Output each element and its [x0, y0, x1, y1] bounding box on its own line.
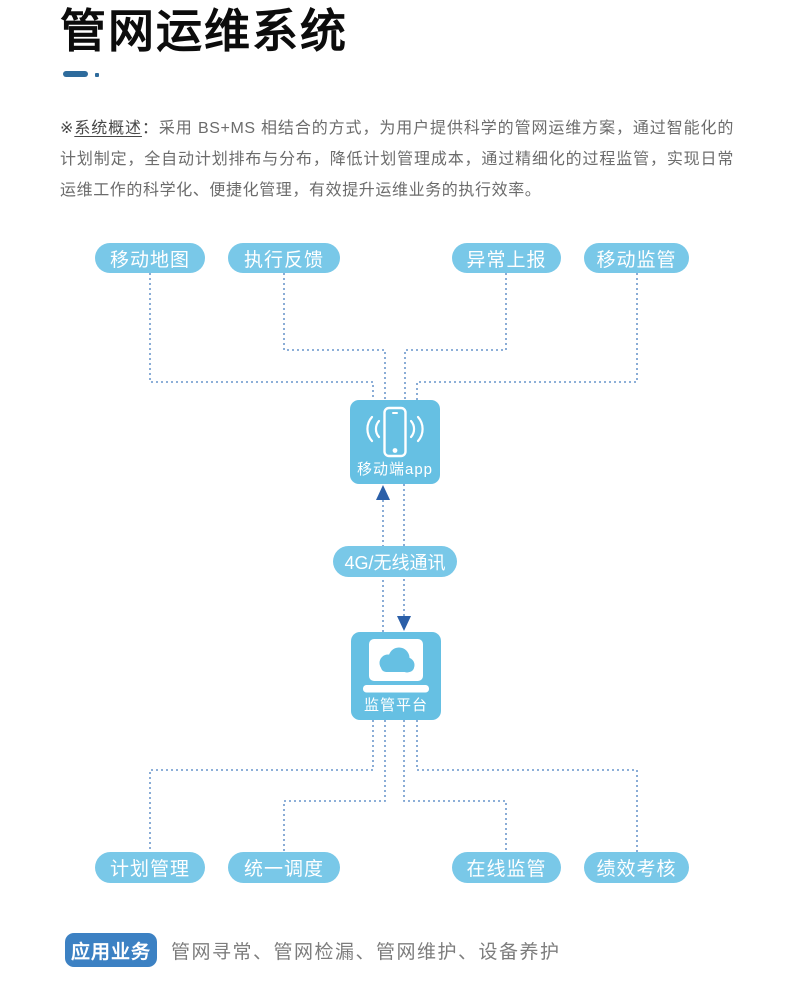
application-business-badge: 应用业务 [65, 933, 157, 967]
title-underline-dot [95, 73, 99, 77]
connector-bottom-1 [149, 720, 374, 852]
platform-box: 监管平台 [351, 632, 441, 720]
system-overview-paragraph: ※系统概述：采用 BS+MS 相结合的方式，为用户提供科学的管网运维方案，通过智… [60, 113, 734, 206]
node-online-monitoring: 在线监管 [452, 852, 561, 883]
node-mobile-map: 移动地图 [95, 243, 205, 273]
cloud-laptop-icon [363, 639, 429, 693]
connector-top-3 [404, 273, 507, 400]
application-business-row: 应用业务 管网寻常、管网检漏、管网维护、设备养护 [65, 933, 561, 967]
title-underline-dash [63, 71, 88, 77]
node-plan-management: 计划管理 [95, 852, 205, 883]
application-business-items: 管网寻常、管网检漏、管网维护、设备养护 [171, 941, 561, 963]
mobile-app-box: 移动端app [350, 400, 440, 484]
node-performance-review: 绩效考核 [584, 852, 689, 883]
mobile-app-label: 移动端app [356, 461, 434, 478]
cloud-icon [379, 647, 415, 673]
overview-label: 系统概述 [74, 120, 142, 137]
connector-bottom-4 [416, 720, 638, 852]
arrow-up-icon [376, 485, 390, 500]
node-mobile-supervision: 移动监管 [584, 243, 689, 273]
platform-label: 监管平台 [363, 697, 428, 714]
architecture-diagram: 移动地图 执行反馈 异常上报 移动监管 移动端app 4G/无线通讯 [0, 240, 790, 900]
node-execution-feedback: 执行反馈 [228, 243, 340, 273]
node-unified-dispatch: 统一调度 [228, 852, 340, 883]
overview-prefix: ※ [60, 120, 75, 137]
connector-top-4 [416, 273, 638, 400]
arrow-down-icon [397, 616, 411, 631]
connector-top-2 [283, 273, 386, 400]
page-title: 管网运维系统 [60, 5, 348, 57]
node-exception-report: 异常上报 [452, 243, 561, 273]
smartphone-icon [366, 406, 424, 458]
connector-top-1 [149, 273, 374, 400]
node-4g-wireless-link: 4G/无线通讯 [333, 546, 457, 577]
connector-bottom-2 [283, 720, 386, 852]
overview-text: 采用 BS+MS 相结合的方式，为用户提供科学的管网运维方案，通过智能化的计划制… [60, 120, 734, 199]
overview-colon: ： [141, 120, 159, 137]
connector-bottom-3 [403, 720, 507, 852]
